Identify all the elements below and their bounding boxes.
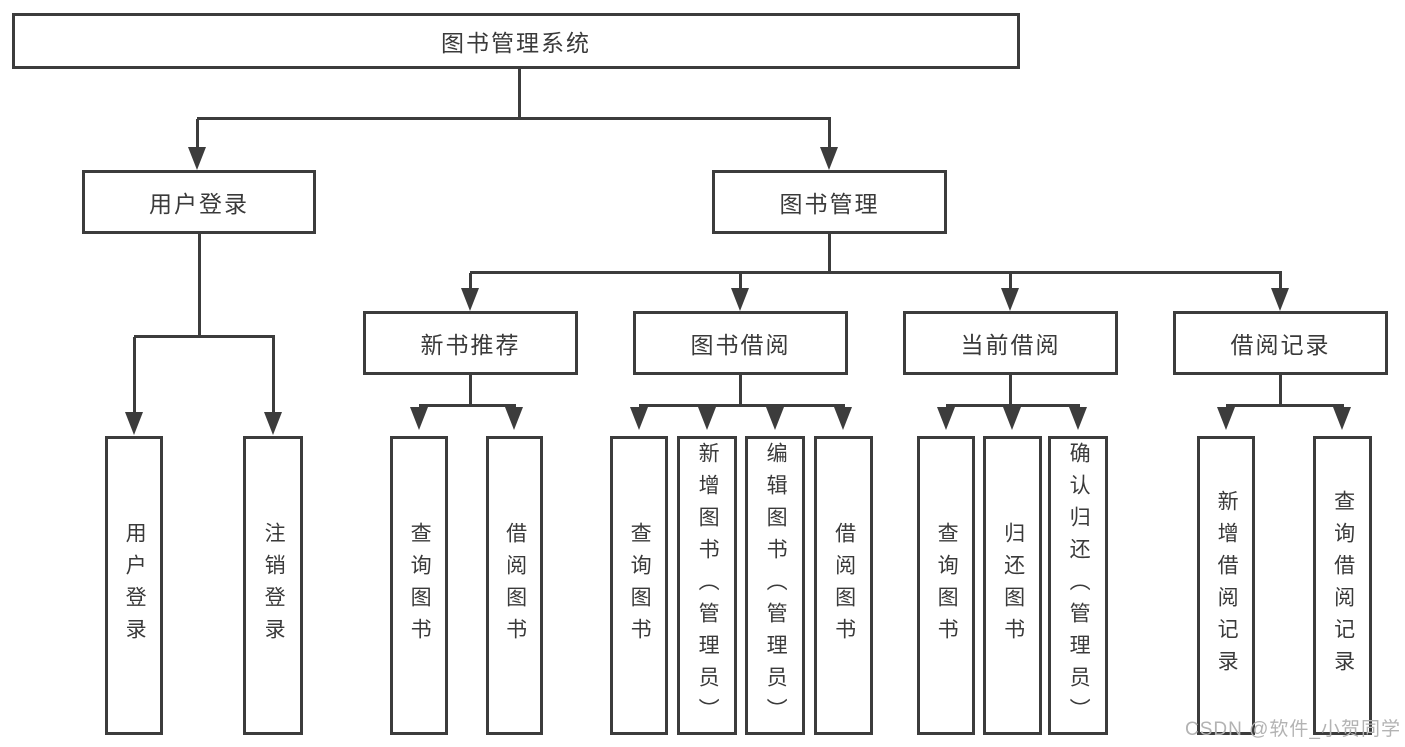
leaf-logout: 注销登录 (243, 436, 303, 735)
connector-recommend-rail (419, 404, 516, 407)
connector-current-stub (1009, 375, 1012, 406)
node-book-borrowing: 图书借阅 (633, 311, 848, 375)
leaf-borrow-books-borrowing: 借阅图书 (814, 436, 873, 735)
arrow-down-icon (125, 412, 143, 435)
node-library-management-system: 图书管理系统 (12, 13, 1020, 69)
leaf-edit-book-admin: 编辑图书（管理员） (745, 436, 805, 735)
connector-current-rail (946, 404, 1080, 407)
arrow-down-icon (1003, 407, 1021, 430)
node-book-management: 图书管理 (712, 170, 947, 234)
connector-book-mgmt-shaft (828, 119, 831, 150)
connector-level2-shaft (1009, 273, 1012, 292)
leaf-add-borrow-record: 新增借阅记录 (1197, 436, 1255, 735)
node-new-book-recommendation: 新书推荐 (363, 311, 578, 375)
arrow-down-icon (630, 407, 648, 430)
leaf-user-login: 用户登录 (105, 436, 163, 735)
arrow-down-icon (1069, 407, 1087, 430)
leaf-label: 用户登录 (123, 521, 147, 650)
connector-user-login-stub (198, 234, 201, 338)
connector-level2-rail (470, 271, 1282, 274)
connector-user-login-shaft (196, 119, 199, 150)
arrow-down-icon (731, 288, 749, 311)
node-borrowing-records: 借阅记录 (1173, 311, 1388, 375)
arrow-down-icon (188, 147, 206, 170)
arrow-down-icon (461, 288, 479, 311)
connector-recommend-stub (469, 375, 472, 406)
arrow-down-icon (820, 147, 838, 170)
leaf-query-books-borrowing: 查询图书 (610, 436, 668, 735)
leaf-label: 新增图书（管理员） (696, 441, 720, 730)
connector-leaf-shaft (133, 337, 136, 416)
connector-level2-shaft (1279, 273, 1282, 292)
node-current-borrowing: 当前借阅 (903, 311, 1118, 375)
leaf-label: 新增借阅记录 (1215, 489, 1239, 682)
connector-level2-shaft (469, 273, 472, 292)
leaf-label: 归还图书 (1001, 521, 1025, 650)
leaf-label: 查询借阅记录 (1331, 489, 1355, 682)
leaf-confirm-return-admin: 确认归还（管理员） (1048, 436, 1108, 735)
connector-borrowing-rail (639, 404, 845, 407)
leaf-label: 查询图书 (935, 521, 959, 650)
connector-leaf-shaft (272, 337, 275, 416)
leaf-borrow-books-recommend: 借阅图书 (486, 436, 543, 735)
arrow-down-icon (410, 407, 428, 430)
connector-records-rail (1226, 404, 1344, 407)
connector-level2-shaft (739, 273, 742, 292)
leaf-label: 借阅图书 (503, 521, 527, 650)
connector-root-stub (518, 69, 521, 120)
leaf-label: 编辑图书（管理员） (764, 441, 788, 730)
arrow-down-icon (1001, 288, 1019, 311)
arrow-down-icon (264, 412, 282, 435)
leaf-return-books: 归还图书 (983, 436, 1042, 735)
leaf-label: 查询图书 (628, 521, 652, 650)
arrow-down-icon (834, 407, 852, 430)
arrow-down-icon (505, 407, 523, 430)
leaf-label: 确认归还（管理员） (1067, 441, 1091, 730)
leaf-label: 注销登录 (262, 521, 286, 650)
arrow-down-icon (1217, 407, 1235, 430)
node-user-login: 用户登录 (82, 170, 316, 234)
connector-book-mgmt-stub (828, 234, 831, 274)
arrow-down-icon (1271, 288, 1289, 311)
connector-level1-rail (197, 117, 831, 120)
watermark: CSDN @软件_小贺同学 (1185, 719, 1401, 740)
leaf-label: 借阅图书 (832, 521, 856, 650)
leaf-query-books-recommend: 查询图书 (390, 436, 448, 735)
arrow-down-icon (698, 407, 716, 430)
connector-records-stub (1279, 375, 1282, 406)
leaf-label: 查询图书 (408, 521, 432, 650)
connector-borrowing-stub (739, 375, 742, 406)
arrow-down-icon (766, 407, 784, 430)
arrow-down-icon (1333, 407, 1351, 430)
leaf-query-books-current: 查询图书 (917, 436, 975, 735)
leaf-add-book-admin: 新增图书（管理员） (677, 436, 737, 735)
leaf-query-borrow-record: 查询借阅记录 (1313, 436, 1372, 735)
connector-user-login-rail (134, 335, 275, 338)
arrow-down-icon (937, 407, 955, 430)
